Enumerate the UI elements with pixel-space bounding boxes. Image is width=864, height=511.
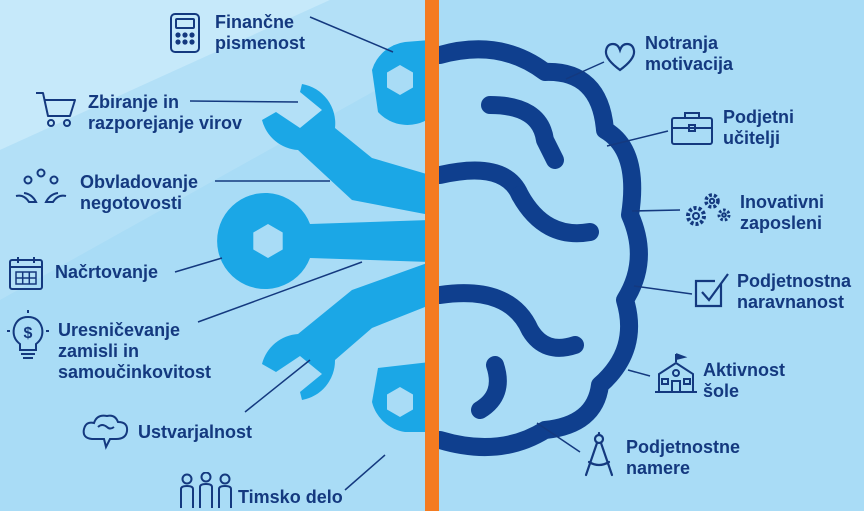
checkbox-icon xyxy=(694,273,729,308)
lower-wrench xyxy=(262,262,430,400)
label-timsko-delo: Timsko delo xyxy=(238,487,343,507)
brain-half xyxy=(431,40,648,457)
thought-cloud-icon xyxy=(82,414,129,450)
label-ustvarjalnost: Ustvarjalnost xyxy=(138,422,253,442)
connector-line xyxy=(309,16,394,53)
school-building-icon xyxy=(655,353,697,393)
connector-line xyxy=(344,454,386,491)
tools-half xyxy=(217,40,430,432)
connector-line xyxy=(197,261,363,323)
brain-fold-top xyxy=(481,96,564,169)
connector-line xyxy=(631,209,681,212)
connector-line xyxy=(565,61,605,80)
orange-divider xyxy=(425,0,439,511)
calendar-icon xyxy=(9,257,43,290)
hands-juggling-icon xyxy=(15,168,67,203)
upper-wrench xyxy=(262,84,430,215)
brain-fold-lower xyxy=(431,284,584,357)
connector-line xyxy=(633,285,693,295)
background-light-panel xyxy=(0,0,330,150)
svg-text:$: $ xyxy=(24,325,33,342)
wrench-hex-hole xyxy=(387,387,413,417)
team-people-icon xyxy=(180,472,232,508)
brain-fold-bottom xyxy=(471,356,507,419)
connector-line xyxy=(189,100,299,103)
wrench-hex-hole xyxy=(253,224,283,258)
compass-icon xyxy=(584,432,614,477)
brain-fold-middle xyxy=(511,186,599,243)
brain-fold-upper-middle xyxy=(431,161,529,204)
wrench-hex-hole xyxy=(387,65,413,95)
connector-line xyxy=(536,422,581,453)
brain-outline xyxy=(431,40,648,457)
middle-wrench xyxy=(217,193,430,289)
connector-lines xyxy=(174,16,693,491)
label-nacrtovanje: Načrtovanje xyxy=(55,262,159,282)
wrench-holes xyxy=(253,65,413,417)
connector-line xyxy=(606,130,669,147)
heart-icon xyxy=(604,42,636,72)
connector-line xyxy=(627,369,651,377)
connector-line xyxy=(244,359,311,413)
shopping-cart-icon xyxy=(36,92,76,127)
gears-icon xyxy=(686,193,731,226)
briefcase-icon xyxy=(671,112,713,145)
connector-line xyxy=(174,257,223,273)
calculator-icon xyxy=(170,13,200,53)
lightbulb-dollar-icon: $ xyxy=(7,310,49,359)
background-mid-panel xyxy=(0,0,430,300)
